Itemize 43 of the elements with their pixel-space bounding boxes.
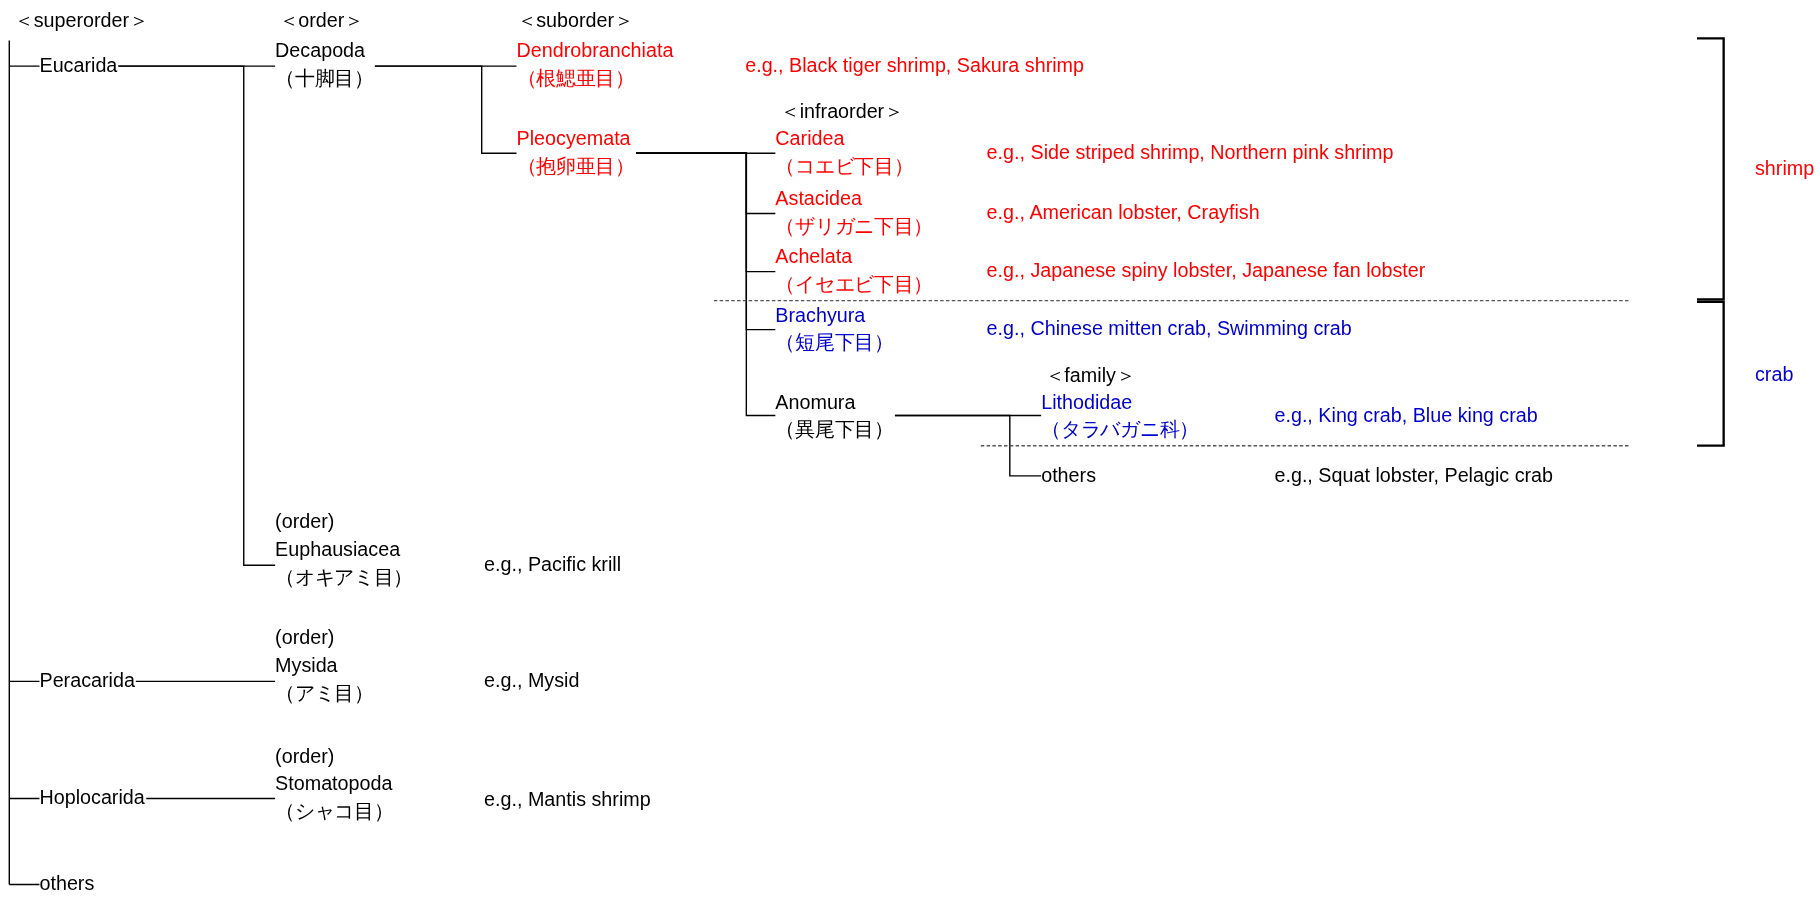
taxon-name: Eucarida	[39, 53, 118, 79]
taxon-name: others	[1041, 463, 1096, 489]
example-species-text: e.g., Japanese spiny lobster, Japanese fan lobster	[986, 259, 1426, 285]
example-species-text: e.g., Pacific krill	[484, 552, 622, 578]
tree-branch-line	[894, 414, 1042, 477]
taxon-name: Lithodidae （タラバガニ科）	[1041, 390, 1199, 444]
example-species-text: e.g., King crab, Blue king crab	[1274, 404, 1538, 430]
taxon-name: Decapoda （十脚目）	[275, 38, 374, 92]
taxon-name: others	[39, 871, 95, 897]
taxon-name: Pleocyemata （抱卵亜目）	[516, 126, 635, 180]
taxon-name: Mysida （アミ目）	[275, 653, 374, 707]
tree-branch-line	[145, 797, 276, 800]
example-species-text: e.g., Mantis shrimp	[484, 787, 651, 813]
example-species-text: e.g., Side striped shrimp, Northern pink shrimp	[986, 140, 1394, 166]
taxon-name: Dendrobranchiata （根鰓亜目）	[516, 38, 674, 92]
rank-note: (order)	[275, 625, 335, 651]
tree-branch-line	[117, 65, 276, 566]
taxon-name: Peracarida	[39, 668, 135, 694]
rank-heading: ＜superorder＞	[13, 8, 149, 34]
rank-heading: ＜family＞	[1044, 363, 1136, 389]
tree-branch-line	[635, 152, 777, 417]
rank-note: (order)	[275, 509, 335, 535]
tree-branch-line	[135, 680, 276, 683]
rank-heading: ＜infraorder＞	[780, 100, 904, 126]
taxon-name: Anomura （異尾下目）	[775, 390, 894, 444]
example-species-text: e.g., Chinese mitten crab, Swimming crab	[986, 317, 1352, 343]
tree-branch-line	[374, 65, 518, 154]
taxon-name: Euphausiacea （オキアミ目）	[275, 537, 414, 591]
taxon-name: Astacidea （ザリガニ下目）	[775, 187, 934, 240]
taxon-name: Hoplocarida	[39, 785, 145, 811]
taxon-name: Stomatopoda （シャコ目）	[275, 772, 394, 825]
taxon-name: Brachyura （短尾下目）	[775, 303, 894, 356]
rank-heading: ＜order＞	[278, 8, 365, 34]
rank-heading: ＜suborder＞	[516, 8, 634, 34]
taxon-name: Caridea （コエビ下目）	[775, 126, 914, 180]
example-species-text: e.g., American lobster, Crayfish	[986, 200, 1260, 226]
example-species-text: e.g., Black tiger shrimp, Sakura shrimp	[745, 53, 1085, 79]
example-species-text: e.g., Squat lobster, Pelagic crab	[1274, 463, 1554, 489]
example-species-text: e.g., Mysid	[484, 668, 580, 694]
taxon-name: Achelata （イセエビ下目）	[775, 245, 934, 298]
group-label: crab	[1755, 362, 1794, 388]
rank-note: (order)	[275, 744, 335, 770]
group-label: shrimp	[1755, 156, 1815, 182]
